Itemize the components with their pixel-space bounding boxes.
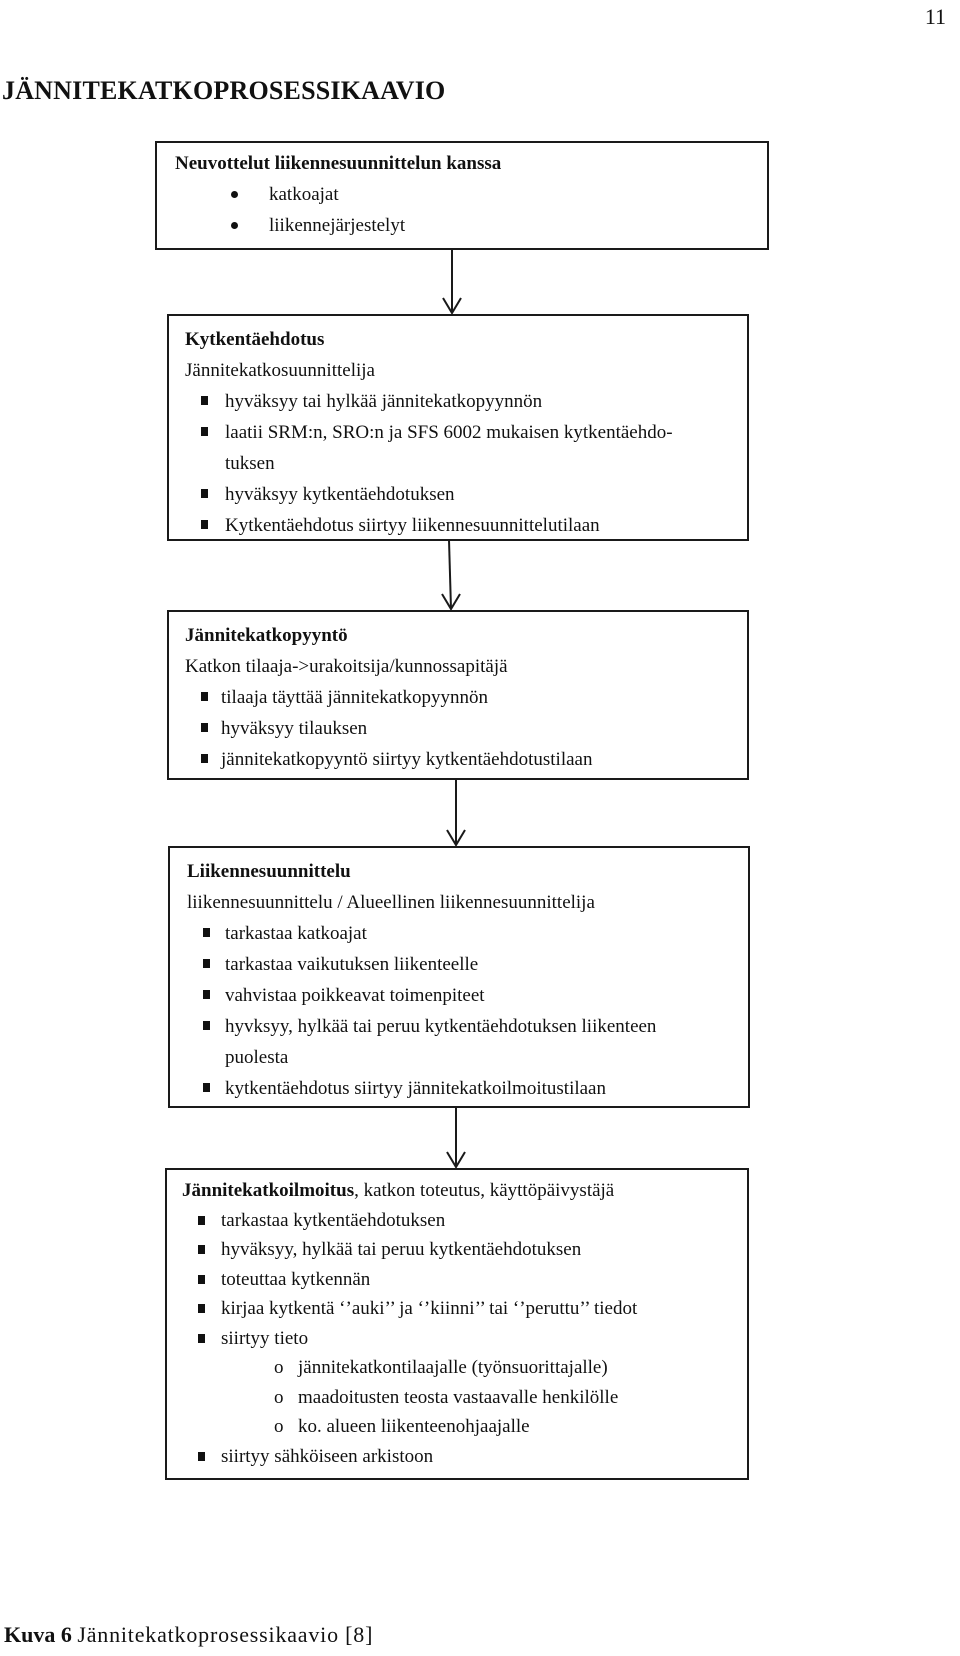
box-subheading: liikennesuunnittelu / Alueellinen liiken… (187, 892, 595, 913)
box-switching-proposal: Kytkentäehdotus Jännitekatkosuunnittelij… (167, 314, 749, 541)
box-heading: Neuvottelut liikennesuunnittelun kanssa (175, 153, 502, 174)
box-heading: Kytkentäehdotus (185, 329, 325, 350)
list-item: liikennejärjestelyt (175, 210, 767, 241)
list-item-continuation: puolesta (225, 1047, 289, 1068)
list-item: kytkentäehdotus siirtyy jännitekatkoilmo… (187, 1073, 748, 1104)
figure-caption: Kuva 6 Jännitekatkoprosessikaavio [8] (4, 1622, 373, 1648)
list-item: hyväksyy tilauksen (185, 713, 747, 744)
arrow-2 (441, 539, 461, 611)
caption-label: Kuva 6 (4, 1622, 72, 1647)
list-item: vahvistaa poikkeavat toimenpiteet (187, 980, 748, 1011)
page-title: JÄNNITEKATKOPROSESSIKAAVIO (2, 76, 446, 105)
arrow-4 (446, 1107, 466, 1169)
arrow-3 (446, 779, 466, 847)
list-item: tilaaja täyttää jännitekatkopyynnön (185, 682, 747, 713)
list-item: siirtyy tieto (182, 1324, 747, 1354)
sub-list-item: ko. alueen liikenteenohjaajalle (182, 1412, 747, 1442)
list-item: tarkastaa vaikutuksen liikenteelle (187, 949, 748, 980)
list-item: toteuttaa kytkennän (182, 1265, 747, 1295)
caption-text: Jännitekatkoprosessikaavio [8] (77, 1622, 374, 1647)
sub-list-item: jännitekatkontilaajalle (työnsuorittajal… (182, 1353, 747, 1383)
box-heading-line: Jännitekatkoilmoitus, katkon toteutus, k… (182, 1176, 747, 1206)
box-negotiations: Neuvottelut liikennesuunnittelun kanssa … (155, 141, 769, 250)
page-number: 11 (924, 4, 946, 29)
box-outage-notice: Jännitekatkoilmoitus, katkon toteutus, k… (165, 1168, 749, 1480)
box-heading-suffix: , katkon toteutus, käyttöpäivystäjä (354, 1180, 615, 1201)
box-outage-request: Jännitekatkopyyntö Katkon tilaaja->urako… (167, 610, 749, 780)
list-item-continuation: tuksen (225, 453, 275, 474)
list-item: tarkastaa kytkentäehdotuksen (182, 1206, 747, 1236)
box-heading: Liikennesuunnittelu (187, 861, 351, 882)
list-item: kirjaa kytkentä ‘’auki’’ ja ‘’kiinni’’ t… (182, 1294, 747, 1324)
list-item: hyväksyy tai hylkää jännitekatkopyynnön (185, 386, 747, 417)
list-item: katkoajat (175, 179, 767, 210)
sub-list-item: maadoitusten teosta vastaavalle henkilöl… (182, 1383, 747, 1413)
list-item: laatii SRM:n, SRO:n ja SFS 6002 mukaisen… (185, 417, 747, 448)
box-subheading: Jännitekatkosuunnittelija (185, 360, 375, 381)
box-subheading: Katkon tilaaja->urakoitsija/kunnossapitä… (185, 656, 508, 677)
list-item: hyvksyy, hylkää tai peruu kytkentäehdotu… (187, 1011, 748, 1042)
list-item: tarkastaa katkoajat (187, 918, 748, 949)
list-item: jännitekatkopyyntö siirtyy kytkentäehdot… (185, 744, 747, 775)
box-heading: Jännitekatkopyyntö (185, 625, 348, 646)
box-traffic-planning: Liikennesuunnittelu liikennesuunnittelu … (168, 846, 750, 1108)
box-heading: Jännitekatkoilmoitus (182, 1180, 355, 1201)
list-item: hyväksyy kytkentäehdotuksen (185, 479, 747, 510)
list-item: Kytkentäehdotus siirtyy liikennesuunnitt… (185, 510, 747, 541)
arrow-1 (442, 249, 462, 315)
list-item: hyväksyy, hylkää tai peruu kytkentäehdot… (182, 1235, 747, 1265)
list-item: siirtyy sähköiseen arkistoon (182, 1442, 747, 1472)
